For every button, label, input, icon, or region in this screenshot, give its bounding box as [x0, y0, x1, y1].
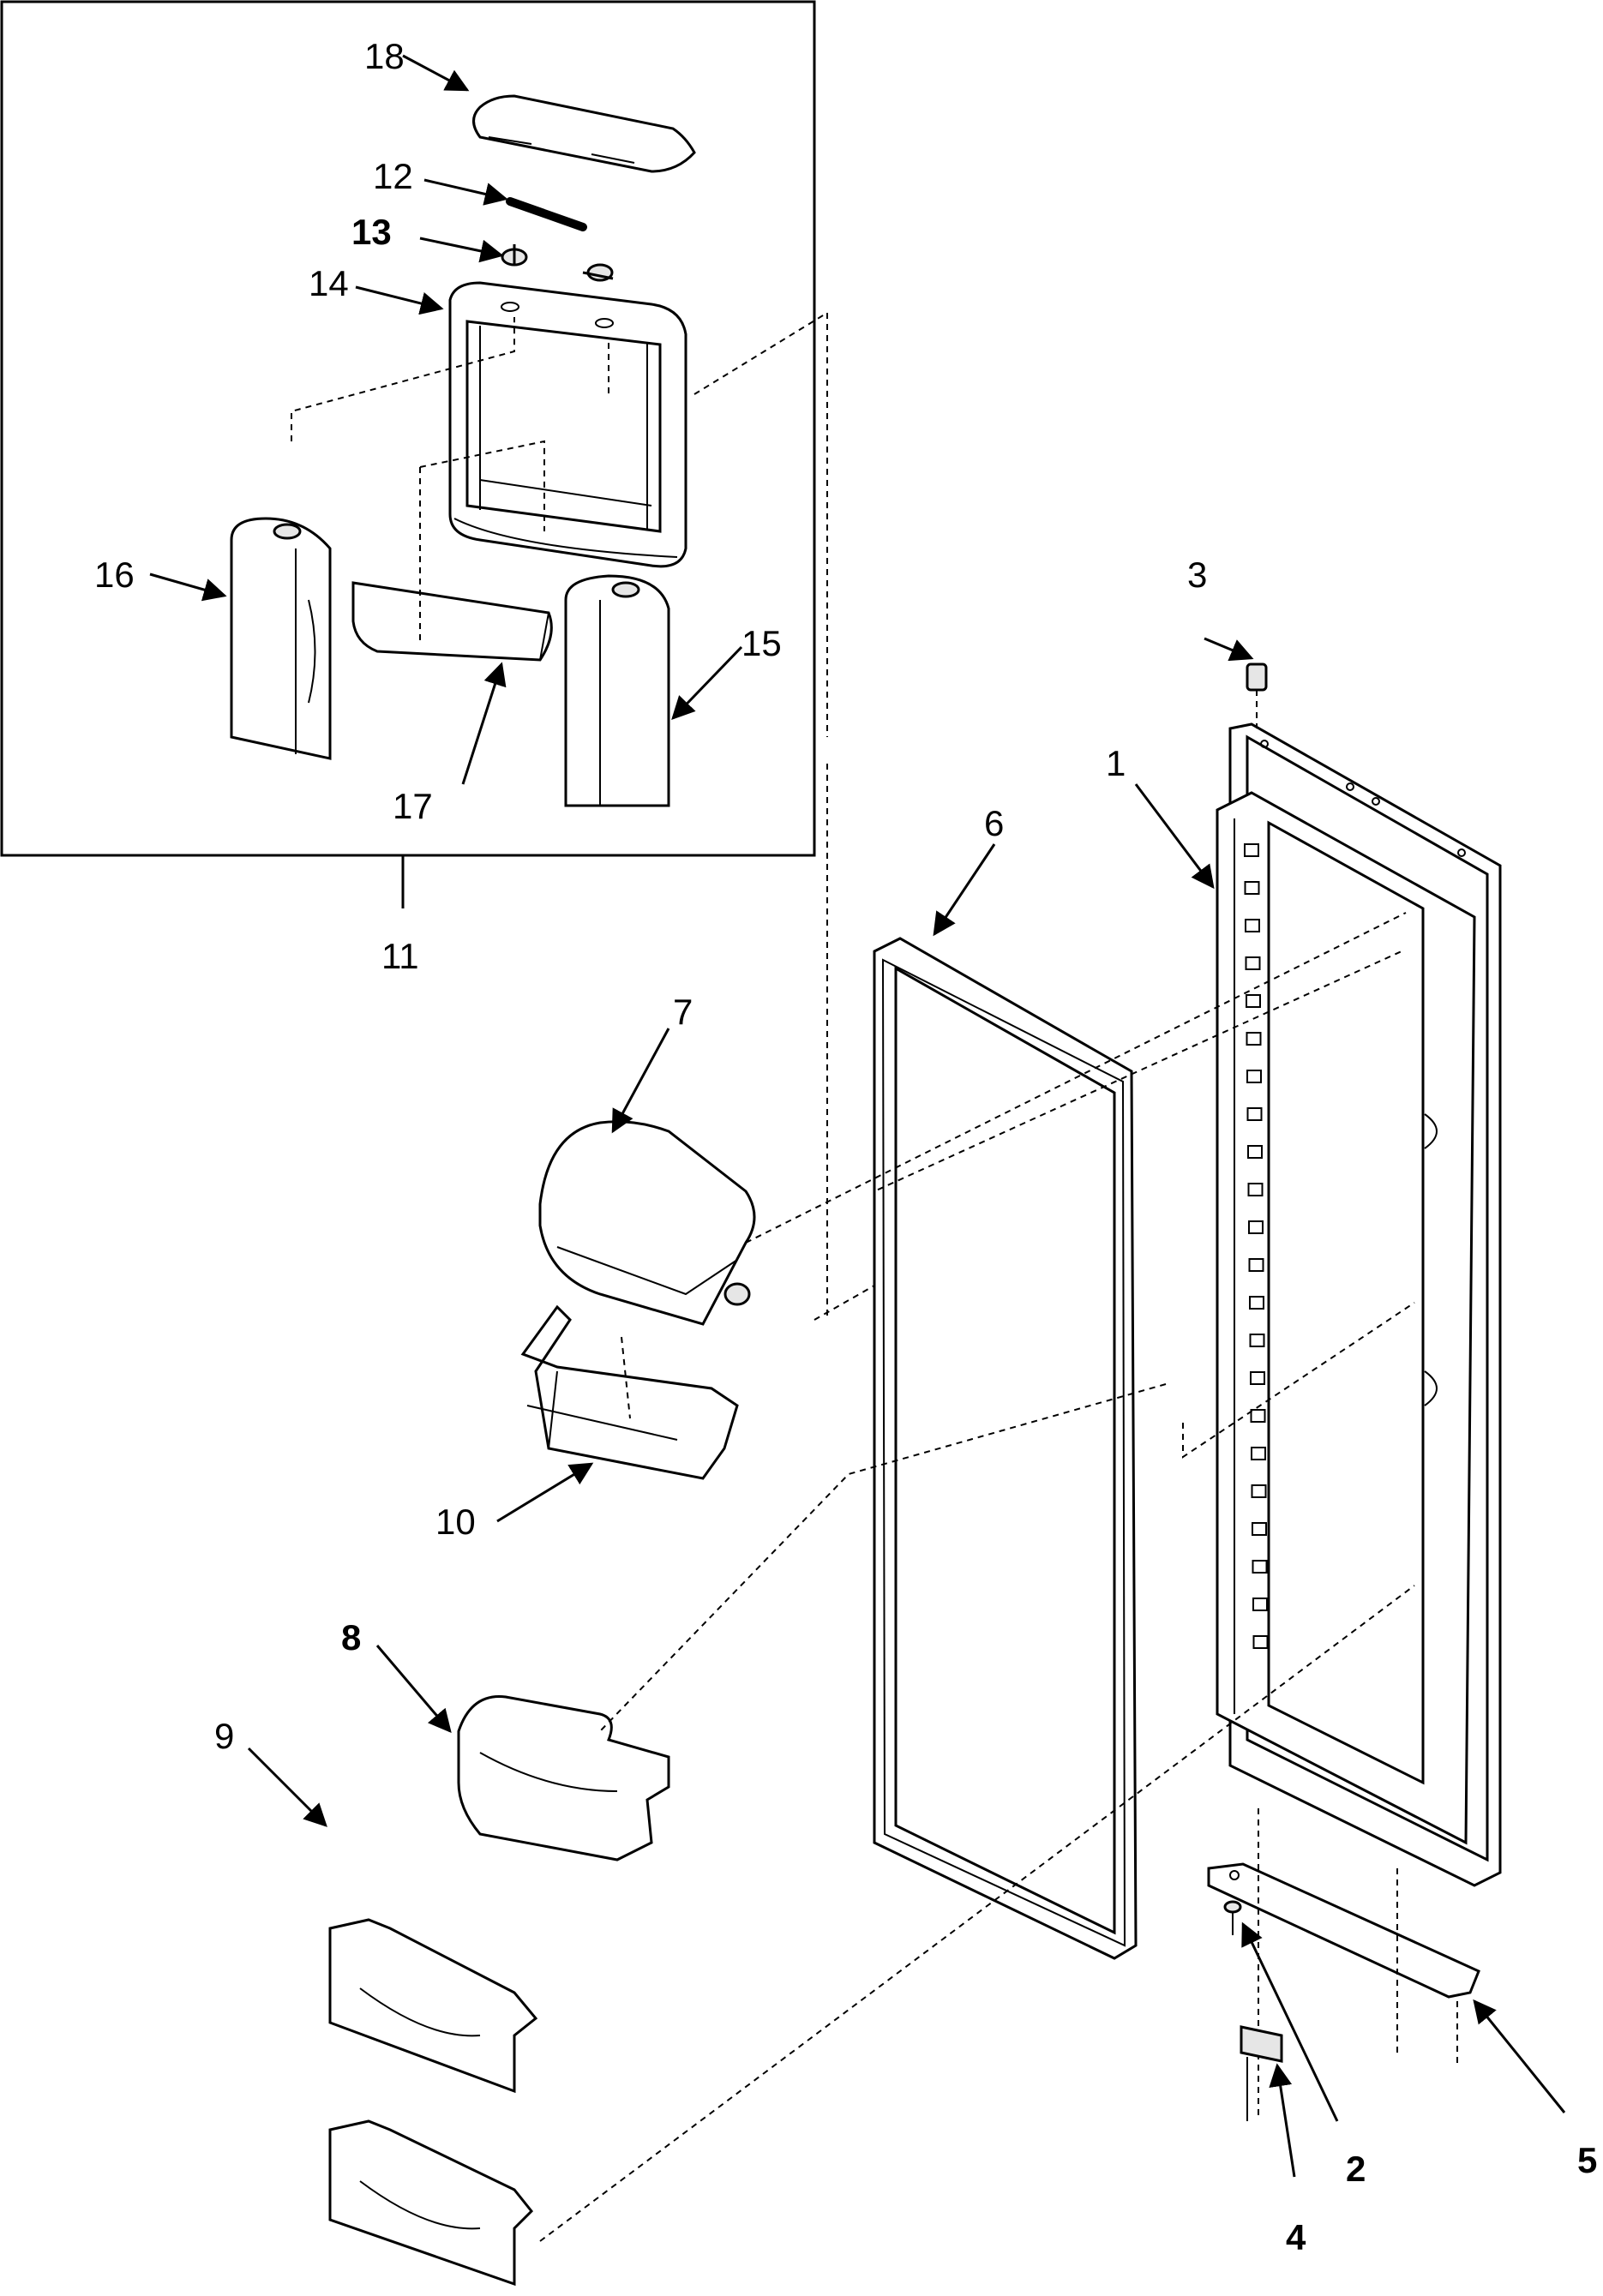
callout-15: 15 — [741, 623, 782, 663]
callout-5: 5 — [1577, 2140, 1597, 2180]
part-15-side — [564, 574, 670, 807]
callout-13: 13 — [351, 212, 392, 252]
shelf-clip — [1252, 1522, 1267, 1536]
part-18-cover — [472, 94, 696, 173]
callout-16: 16 — [94, 555, 135, 595]
inset-box-assembly-11 — [0, 0, 816, 857]
part-12-rod — [506, 197, 587, 231]
part-13-pins — [501, 244, 614, 282]
callout-12: 12 — [373, 156, 413, 196]
shelf-clip — [1251, 1484, 1267, 1498]
part-7-bin — [538, 1120, 756, 1326]
shelf-clip — [1249, 1296, 1264, 1310]
callout-18: 18 — [364, 36, 405, 76]
shelf-clip — [1245, 919, 1260, 932]
callout-9: 9 — [214, 1716, 234, 1756]
callout-4: 4 — [1286, 2217, 1306, 2257]
shelf-clip — [1252, 1598, 1268, 1611]
door-shelf-clips — [1244, 843, 1269, 1649]
callout-14: 14 — [309, 263, 349, 303]
part-8-bin — [457, 1695, 670, 1861]
shelf-clip — [1250, 1371, 1265, 1385]
shelf-clip — [1246, 1070, 1262, 1083]
callout-10: 10 — [435, 1502, 476, 1542]
shelf-clip — [1246, 1032, 1262, 1046]
callout-7: 7 — [673, 992, 693, 1032]
part-1-door — [1216, 722, 1502, 1887]
callout-8: 8 — [341, 1617, 361, 1658]
part-9-shelf-lower — [328, 2119, 534, 2287]
shelf-clip — [1244, 881, 1260, 895]
shelf-clip — [1244, 843, 1259, 857]
shelf-clip — [1251, 1447, 1266, 1460]
shelf-clip — [1249, 1334, 1265, 1347]
shelf-clip — [1250, 1409, 1266, 1423]
part-5-bracket — [1207, 1862, 1480, 2065]
shelf-clip — [1252, 1560, 1268, 1574]
part-4-pin — [1240, 2025, 1283, 2121]
shelf-clip — [1247, 1183, 1264, 1196]
callout-1: 1 — [1106, 743, 1126, 783]
part-9-shelf-upper — [328, 1918, 538, 2094]
part-2-screw — [1223, 1808, 1259, 2117]
shelf-clip — [1246, 994, 1261, 1008]
callout-17: 17 — [393, 786, 433, 826]
part-10-tray — [520, 1304, 739, 1480]
shelf-clip — [1248, 1220, 1264, 1234]
callout-2: 2 — [1346, 2149, 1366, 2189]
part-16-side — [230, 517, 332, 760]
part-6-gasket — [873, 937, 1138, 1960]
shelf-clip — [1248, 1258, 1264, 1272]
part-14-frame — [448, 281, 687, 568]
callout-6: 6 — [984, 803, 1004, 843]
shelf-clip — [1252, 1635, 1269, 1649]
shelf-clip — [1246, 1107, 1263, 1121]
part-3-plug — [1246, 662, 1268, 728]
shelf-clip — [1247, 1145, 1263, 1159]
part-17-tray — [351, 581, 553, 662]
callout-3: 3 — [1187, 555, 1207, 595]
callout-11: 11 — [381, 936, 419, 976]
shelf-clip — [1245, 956, 1261, 970]
